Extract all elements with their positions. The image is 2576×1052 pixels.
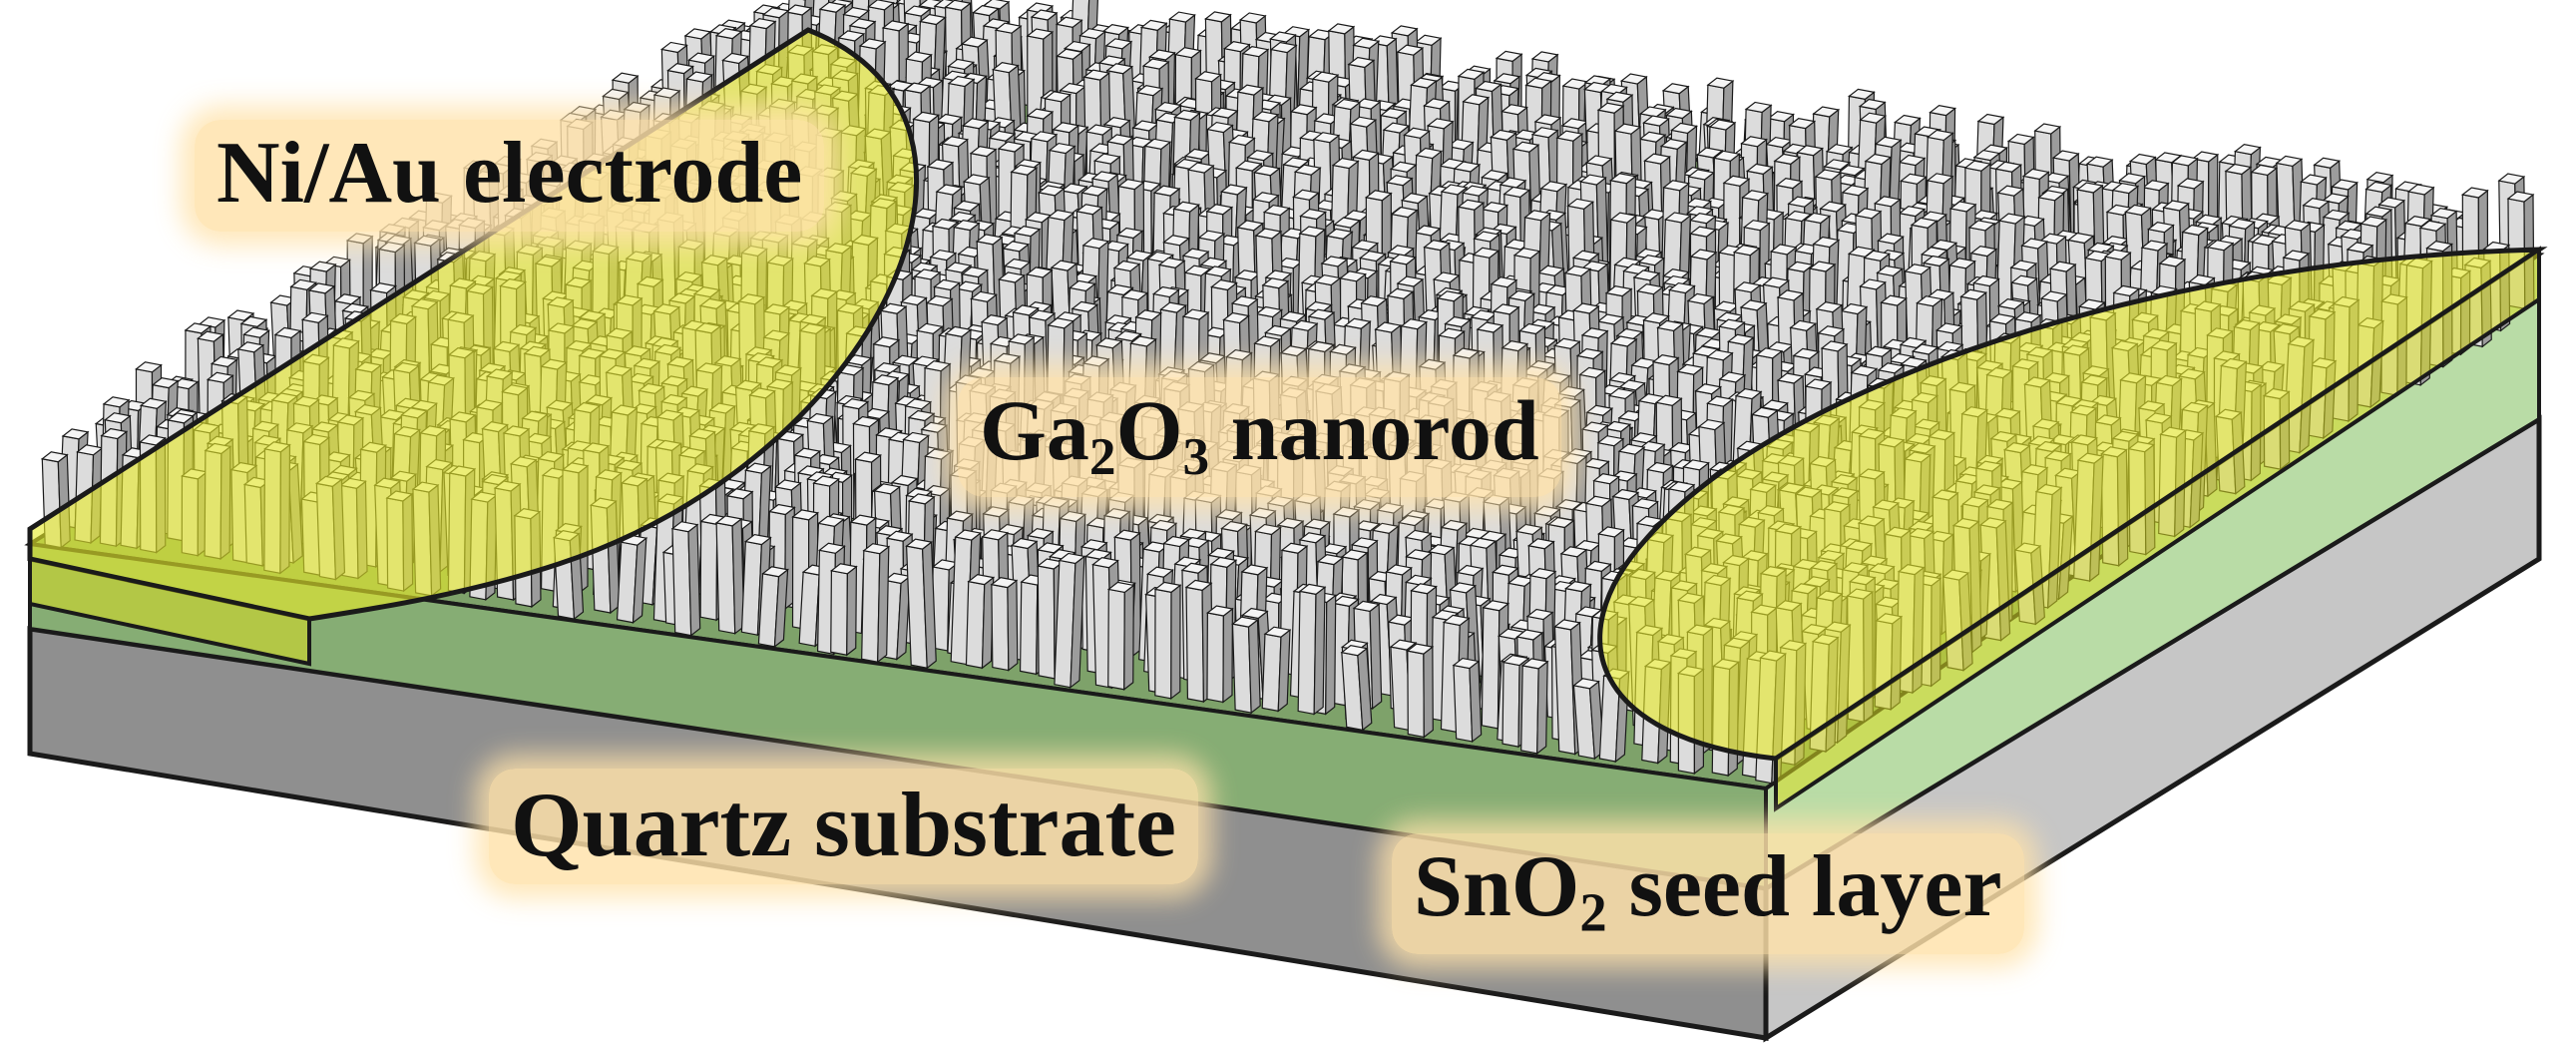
nanorod	[1153, 581, 1182, 701]
nanorod-text-ga: Ga	[980, 382, 1089, 478]
nanorod-subscript-1: 2	[1088, 425, 1116, 486]
nanorod	[1520, 658, 1549, 756]
nanorod	[1406, 643, 1435, 739]
nanorod	[616, 534, 648, 625]
nanorod	[861, 543, 891, 664]
nanorod-text-o: O	[1115, 382, 1183, 478]
nanorod	[670, 521, 701, 637]
nanorod	[757, 566, 789, 649]
label-substrate: Quartz substrate	[489, 769, 1198, 884]
nanorod	[1261, 626, 1292, 713]
label-electrode-text: Ni/Au electrode	[216, 125, 803, 222]
label-nanorod: Ga2O3 nanorod	[958, 377, 1561, 498]
nanorod	[1054, 552, 1086, 689]
nanorod	[905, 538, 937, 670]
label-seed-layer: SnO2 seed layer	[1392, 833, 2024, 954]
nanorod	[1205, 605, 1234, 704]
seed-subscript: 2	[1579, 881, 1607, 943]
nanorod	[1452, 657, 1483, 744]
nanorod-text-post: nanorod	[1209, 382, 1539, 478]
nanorod	[714, 515, 745, 635]
label-electrode: Ni/Au electrode	[195, 120, 825, 232]
nanorod	[829, 563, 858, 657]
nanorod-subscript-2: 3	[1182, 425, 1210, 486]
seed-text-post: seed layer	[1606, 838, 2002, 935]
nanorod	[1297, 583, 1327, 716]
nanorod	[1572, 678, 1605, 761]
seed-text-sno: SnO	[1414, 838, 1580, 935]
nanorod	[1231, 616, 1261, 715]
label-substrate-text: Quartz substrate	[511, 774, 1176, 875]
nanorod	[1106, 581, 1135, 692]
nanorod	[965, 573, 996, 670]
nanorod	[1340, 645, 1373, 732]
nanorod	[990, 577, 1019, 672]
